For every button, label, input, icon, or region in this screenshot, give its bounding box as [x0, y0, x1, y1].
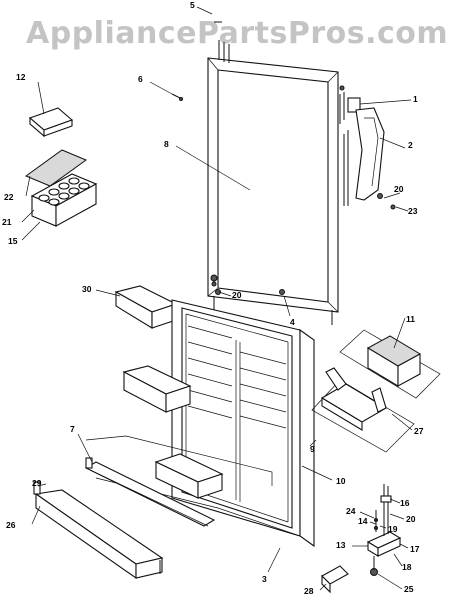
- label-2: 2: [408, 140, 413, 150]
- upper-hinge: [339, 85, 361, 124]
- base-plate: [311, 379, 415, 453]
- label-23: 23: [408, 206, 418, 216]
- label-10: 10: [336, 476, 346, 486]
- control-box: [366, 335, 422, 387]
- label-16: 16: [400, 498, 410, 508]
- label-6: 6: [138, 74, 143, 84]
- label-24: 24: [346, 506, 356, 516]
- label-18: 18: [402, 562, 412, 572]
- leader-lines: [21, 6, 413, 591]
- label-15: 15: [8, 236, 18, 246]
- long-door-shelf: [33, 481, 164, 580]
- label-7: 7: [70, 424, 75, 434]
- label-30: 30: [82, 284, 92, 294]
- lower-hinge: [366, 484, 402, 576]
- freezer-door-bin: [114, 285, 178, 329]
- label-29: 29: [32, 478, 42, 488]
- label-4: 4: [290, 317, 295, 327]
- shelf-bar: [84, 457, 216, 527]
- label-3: 3: [262, 574, 267, 584]
- label-26: 26: [6, 520, 16, 530]
- screw-4: [279, 289, 285, 295]
- label-1: 1: [413, 94, 418, 104]
- label-27: 27: [414, 426, 424, 436]
- label-25: 25: [404, 584, 414, 594]
- label-12: 12: [16, 72, 26, 82]
- watermark: AppliancePartsPros.com: [26, 16, 449, 51]
- label-22: 22: [4, 192, 14, 202]
- label-13: 13: [336, 540, 346, 550]
- label-28: 28: [304, 586, 314, 596]
- middle-door-bin: [122, 365, 192, 413]
- small-tray: [28, 107, 74, 138]
- label-19: 19: [388, 524, 398, 534]
- ice-tray-lid: [24, 149, 88, 187]
- ice-cube-tray: [30, 173, 98, 227]
- label-8: 8: [164, 139, 169, 149]
- label-11: 11: [406, 314, 415, 324]
- label-21: 21: [2, 217, 12, 227]
- mounting-plate: [339, 329, 441, 399]
- label-20-bottom: 20: [406, 514, 416, 524]
- label-9: 9: [310, 444, 315, 454]
- label-20-top: 20: [394, 184, 404, 194]
- freezer-door-frame: [207, 40, 339, 325]
- label-14: 14: [358, 516, 368, 526]
- door-handle: [355, 107, 385, 201]
- label-17: 17: [410, 544, 420, 554]
- label-5: 5: [190, 0, 195, 10]
- control-housing: [320, 367, 388, 431]
- callout-labels: 5 6 8 1 2 20 23 20 4 12 22 21 15 30 11 2…: [2, 0, 424, 596]
- label-20-mid: 20: [232, 290, 242, 300]
- lower-door-bin: [154, 453, 224, 499]
- refrigerator-door: [171, 299, 315, 548]
- hinge-cover: [321, 565, 349, 594]
